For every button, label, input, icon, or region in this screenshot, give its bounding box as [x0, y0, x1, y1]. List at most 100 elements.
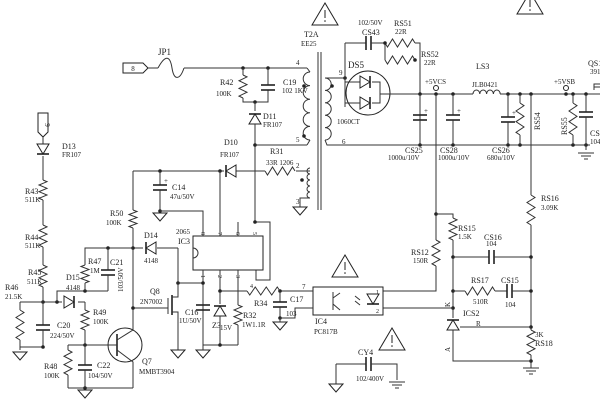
label-csx: CS: [590, 129, 600, 138]
junction-dot: [330, 84, 334, 88]
junction-dot: [383, 41, 387, 45]
diode-icon: [145, 241, 157, 255]
wire: [371, 363, 398, 380]
resistor: [127, 209, 139, 229]
junction-dot: [253, 220, 257, 224]
label-d14v: 4148: [144, 257, 159, 265]
ground-icon: [194, 349, 212, 359]
ground-icon: [169, 349, 187, 359]
label-csxv: 104: [590, 138, 600, 146]
label-c22: C22: [97, 361, 110, 370]
label-ic4p7: 7: [302, 283, 306, 291]
label-rs17: RS17: [471, 276, 489, 285]
diode-icon: [213, 305, 227, 317]
label-vsb: +5VSB: [554, 78, 575, 86]
label-d11: D11: [263, 112, 276, 121]
transformer-winding: [324, 77, 332, 141]
label-jp1: JP1: [158, 47, 171, 57]
wire: [172, 248, 179, 298]
label-pin3: 3: [296, 198, 300, 206]
resistor: [79, 264, 91, 284]
resistor: [384, 55, 416, 65]
wire: [306, 67, 311, 73]
label-cs43: CS43: [362, 28, 380, 37]
label-r32: R32: [243, 311, 256, 320]
label-cy4v: 102/400V: [356, 375, 384, 383]
resistor: [264, 166, 296, 176]
label-ls3: LS3: [476, 62, 489, 71]
label-rs12: RS12: [411, 248, 429, 257]
label-ic3p8: 8: [199, 232, 205, 235]
label-ic3p4: 4: [250, 284, 253, 290]
resistor: [232, 304, 244, 326]
label-pin6: 6: [342, 138, 346, 146]
resistor: [464, 286, 496, 296]
label-c19v: 102 1KV: [282, 87, 308, 95]
label-d15v: 4148: [66, 284, 81, 292]
wire: [324, 139, 590, 146]
label-conn9: 9: [43, 123, 51, 127]
polarity-plus: +: [424, 107, 428, 115]
wire: [452, 330, 531, 362]
label-q8: Q8: [150, 287, 160, 296]
label-r31v: 33R 1206: [266, 159, 294, 167]
warning-triangle-icon: [516, 0, 544, 15]
polarity-plus: +: [512, 109, 516, 117]
wire: [255, 221, 271, 281]
ground-icon: [271, 321, 289, 331]
label-qs1: QS1: [588, 59, 600, 68]
diode-icon: [366, 293, 380, 305]
label-ic3v: 2065: [176, 228, 191, 236]
label-cs25: CS25: [405, 146, 423, 155]
wire: [280, 307, 313, 319]
warning-triangle-icon: [331, 254, 359, 278]
label-t2av: EE25: [301, 40, 317, 48]
ic3-notch: [192, 247, 199, 259]
diode-icon: [446, 319, 460, 331]
label-q8v: 2N7002: [140, 298, 163, 306]
label-d14: D14: [144, 231, 158, 240]
label-r47v: 1M: [90, 267, 101, 275]
resistor: [37, 179, 49, 201]
label-pin2: 2: [296, 162, 300, 170]
label-rs55: RS55: [560, 117, 569, 135]
label-cs15v: 104: [505, 301, 516, 309]
wire: [172, 311, 179, 350]
junction-dot: [413, 58, 417, 62]
label-c17v: 103: [286, 310, 297, 318]
label-r45: R45: [28, 268, 41, 277]
label-r31: R31: [270, 147, 283, 156]
resistor: [37, 224, 49, 248]
label-cs15: CS15: [501, 276, 519, 285]
label-z3v: 15V: [220, 324, 232, 332]
ground-icon: [389, 381, 405, 389]
label-pin4: 4: [296, 59, 300, 67]
label-rs51v: 22R: [395, 28, 407, 36]
label-r42v: 100K: [216, 90, 232, 98]
label-rs12v: 150R: [413, 257, 429, 265]
wire: [372, 81, 381, 104]
label-cs26: CS26: [492, 146, 510, 155]
label-rs18v: 3K: [535, 331, 544, 339]
wire: [116, 329, 134, 341]
inductor-ls3: [472, 89, 501, 95]
label-c21v: 103/50V: [117, 268, 125, 293]
label-pin9: 9: [339, 69, 343, 77]
warning-mark: [391, 345, 393, 347]
label-ic3p3: 3: [234, 275, 240, 278]
resistor: [37, 264, 49, 288]
label-r50: R50: [110, 209, 123, 218]
qs1-partial: [593, 83, 600, 90]
ic4-light-arrows: [354, 295, 361, 306]
label-c20v: 224/50V: [50, 332, 75, 340]
warning-triangle-icon: [378, 327, 406, 351]
resistor: [15, 309, 25, 341]
label-r50v: 100K: [106, 219, 122, 227]
diode-icon: [248, 113, 262, 125]
label-pin5: 5: [296, 136, 300, 144]
label-rs16: RS16: [541, 194, 559, 203]
label-pinK: K: [444, 302, 452, 307]
label-c20: C20: [57, 321, 70, 330]
connector-8: [122, 62, 149, 74]
